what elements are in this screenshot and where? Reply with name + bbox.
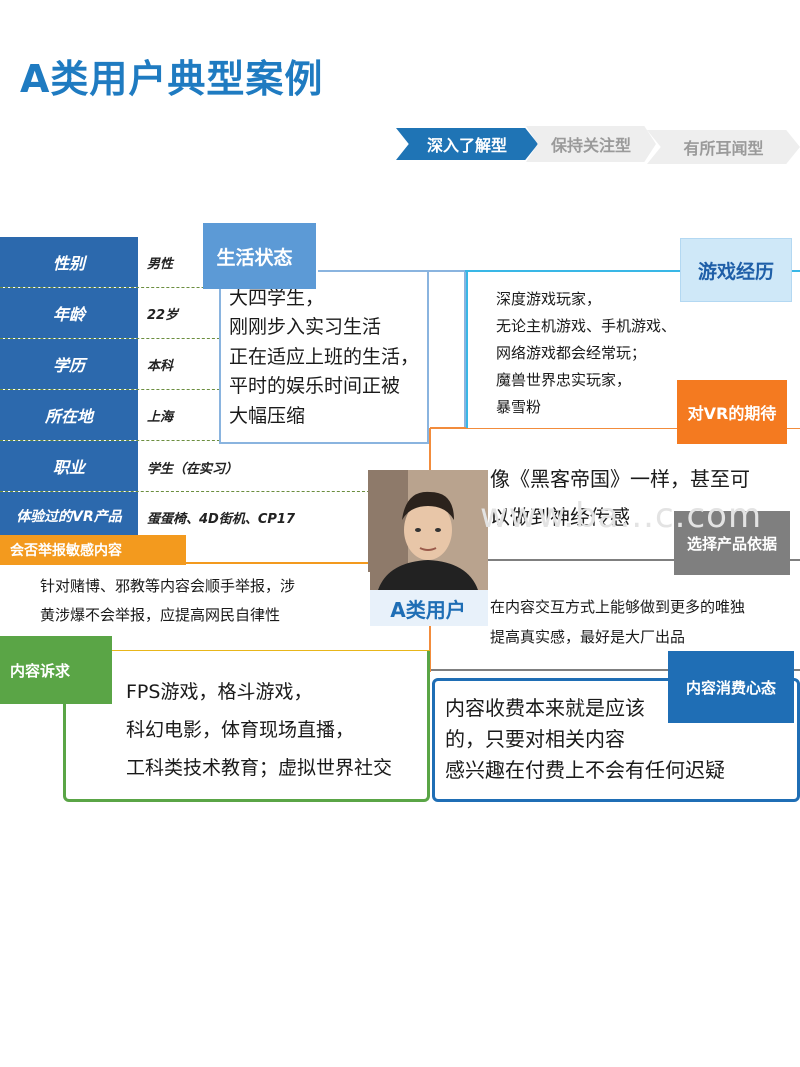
product-basis-box: 在内容交互方式上能够做到更多的唯独 提高真实感，最好是大厂出品 [490, 592, 800, 652]
content-demand-line: 工科类技术教育；虚拟世界社交 [126, 757, 393, 779]
consume-line: 的，只要对相关内容 [445, 727, 625, 751]
life-status-box: 大四学生， 刚刚步入实习生活 正在适应上班的生活， 平时的娱乐时间正被 大幅压缩 [219, 272, 429, 444]
life-line: 平时的娱乐时间正被 [229, 375, 401, 398]
profile-label-location: 所在地 [0, 390, 138, 440]
vr-expectation-tag: 对VR的期待 [677, 380, 787, 444]
content-demand-box: FPS游戏，格斗游戏， 科幻电影，体育现场直播， 工科类技术教育；虚拟世界社交 [63, 651, 430, 802]
game-line: 无论主机游戏、手机游戏、 [496, 317, 677, 335]
persona-label: A类用户 [368, 590, 488, 626]
page-title: A类用户典型案例 [20, 57, 324, 101]
vr-expect-line: 像《黑客帝国》一样，甚至可 [490, 467, 750, 491]
divider [0, 440, 225, 441]
profile-label-vr-products: 体验过的VR产品 [0, 492, 138, 540]
divider [0, 287, 255, 288]
product-basis-line: 提高真实感，最好是大厂出品 [490, 628, 686, 646]
product-basis-line: 在内容交互方式上能够做到更多的唯独 [490, 598, 746, 616]
divider [0, 389, 225, 390]
game-line: 深度游戏玩家， [496, 290, 602, 308]
consume-line: 感兴趣在付费上不会有任何迟疑 [445, 758, 725, 782]
watermark: www.ba...c.com [480, 496, 763, 536]
vr-expect-line: 以做到神经传感 [490, 505, 630, 529]
life-line: 大四学生， [229, 287, 325, 309]
life-line: 正在适应上班的生活， [229, 345, 420, 368]
game-line: 暴雪粉 [496, 398, 542, 416]
profile-value-vr-products: 蛋蛋椅、4D街机、CP17 [147, 512, 295, 527]
profile-label-education: 学历 [0, 339, 138, 389]
game-line: 魔兽世界忠实玩家， [496, 371, 632, 389]
divider [0, 491, 370, 492]
report-tag: 会否举报敏感内容 [0, 535, 186, 565]
report-line: 黄涉爆不会举报，应提高网民自律性 [40, 605, 281, 624]
life-status-tag: 生活状态 [203, 223, 316, 289]
profile-label-occupation: 职业 [0, 441, 138, 491]
stage-deep[interactable]: 深入了解型 [396, 128, 538, 160]
profile-value-education: 本科 [147, 359, 174, 374]
profile-label-gender: 性别 [0, 237, 138, 287]
stage-heard[interactable]: 有所耳闻型 [647, 130, 800, 164]
content-demand-tag: 内容诉求 [0, 636, 112, 704]
profile-value-location: 上海 [147, 410, 174, 425]
stage-watch[interactable]: 保持关注型 [526, 126, 656, 162]
life-line: 大幅压缩 [229, 404, 306, 427]
profile-label-age: 年龄 [0, 288, 138, 338]
game-experience-tag: 游戏经历 [680, 238, 792, 302]
consume-line: 内容收费本来就是应该 [445, 696, 645, 720]
divider [0, 338, 225, 339]
content-demand-line: 科幻电影，体育现场直播， [126, 719, 355, 741]
profile-value-age: 22岁 [147, 308, 179, 323]
report-box: 针对赌博、邪教等内容会顺手举报，涉 黄涉爆不会举报，应提高网民自律性 [40, 572, 370, 629]
report-line: 针对赌博、邪教等内容会顺手举报，涉 [40, 577, 296, 595]
life-line: 刚刚步入实习生活 [229, 316, 382, 339]
user-photo [368, 470, 488, 590]
content-demand-line: FPS游戏，格斗游戏， [126, 681, 313, 703]
product-basis-tag: 选择产品依据 [674, 511, 790, 575]
consume-tag: 内容消费心态 [668, 651, 794, 723]
profile-value-occupation: 学生（在实习） [147, 462, 239, 477]
game-line: 网络游戏都会经常玩； [496, 344, 647, 362]
profile-value-gender: 男性 [147, 257, 174, 272]
